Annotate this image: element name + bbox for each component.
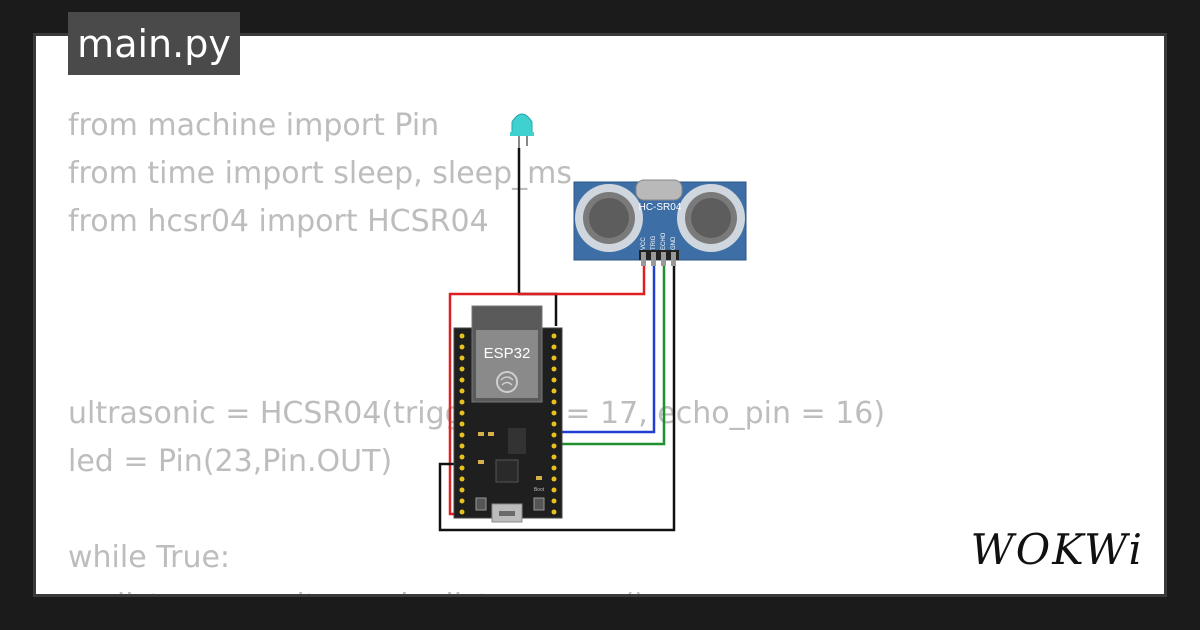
sensor-label: HC-SR04 bbox=[639, 202, 682, 213]
pin-label-gnd: GND bbox=[671, 236, 677, 250]
usb-port-icon bbox=[491, 503, 523, 523]
code-line: led = Pin(23,Pin.OUT) bbox=[68, 444, 393, 479]
transducer-icon bbox=[575, 184, 643, 252]
file-tab-label: main.py bbox=[77, 21, 231, 66]
wire-led bbox=[517, 148, 558, 326]
espressif-logo-icon bbox=[496, 371, 518, 393]
board-label: ESP32 bbox=[484, 345, 531, 362]
pin-label-trig: TRIG bbox=[651, 235, 657, 250]
pin-label-echo: ECHO bbox=[661, 232, 667, 250]
esp32-board[interactable]: ESP32 Boot bbox=[453, 305, 563, 523]
code-line: from time import sleep, sleep_ms bbox=[68, 156, 573, 191]
code-line: while True: bbox=[68, 540, 231, 575]
code-line: distance = ultrasonic.distance_cm() bbox=[68, 582, 885, 594]
code-line: from machine import Pin bbox=[68, 108, 440, 143]
circuit-diagram: HC-SR04 VCC TRIG ECHO GND bbox=[438, 113, 747, 532]
hcsr04-sensor[interactable]: HC-SR04 VCC TRIG ECHO GND bbox=[573, 179, 747, 266]
wire-echo bbox=[560, 266, 666, 446]
wire-vcc bbox=[448, 266, 646, 516]
wire-trig bbox=[560, 266, 656, 434]
code-view: from machine import Pin from time import … bbox=[68, 102, 885, 594]
file-tab[interactable]: main.py bbox=[68, 12, 240, 75]
boot-label: Boot bbox=[534, 487, 545, 493]
wires bbox=[438, 148, 676, 532]
transducer-icon bbox=[677, 184, 745, 252]
wokwi-logo: WOKWi bbox=[970, 525, 1144, 574]
led-icon[interactable] bbox=[510, 113, 534, 148]
preview-card: from machine import Pin from time import … bbox=[36, 36, 1164, 594]
code-line: from hcsr04 import HCSR04 bbox=[68, 204, 489, 239]
pin-label-vcc: VCC bbox=[641, 237, 647, 250]
wire-gnd bbox=[438, 266, 676, 532]
